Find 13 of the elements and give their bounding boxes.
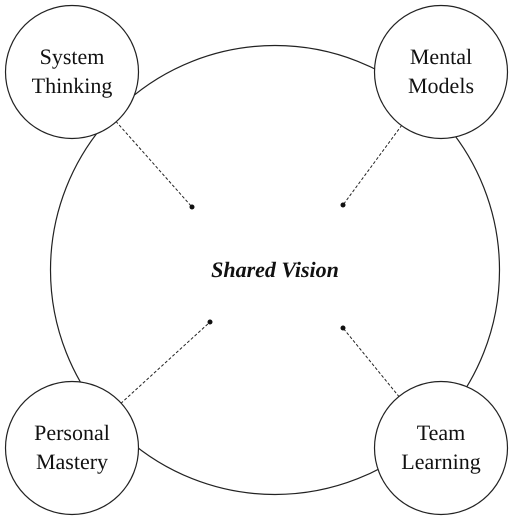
dashed-connector: [340, 326, 400, 398]
circle-label: Team Learning: [400, 419, 482, 476]
circle-label: System Thinking: [30, 43, 114, 100]
dashed-connector: [340, 124, 402, 208]
small-circle: [4, 380, 140, 516]
small-circle: [374, 380, 508, 516]
circle-label: Mental Models: [407, 43, 475, 100]
small-circle: [374, 4, 508, 140]
dashed-connector: [115, 120, 194, 210]
dashed-connector: [120, 320, 212, 404]
small-circle: [4, 4, 140, 140]
center-label: Shared Vision: [211, 256, 339, 284]
circle-label: Personal Mastery: [33, 419, 111, 476]
